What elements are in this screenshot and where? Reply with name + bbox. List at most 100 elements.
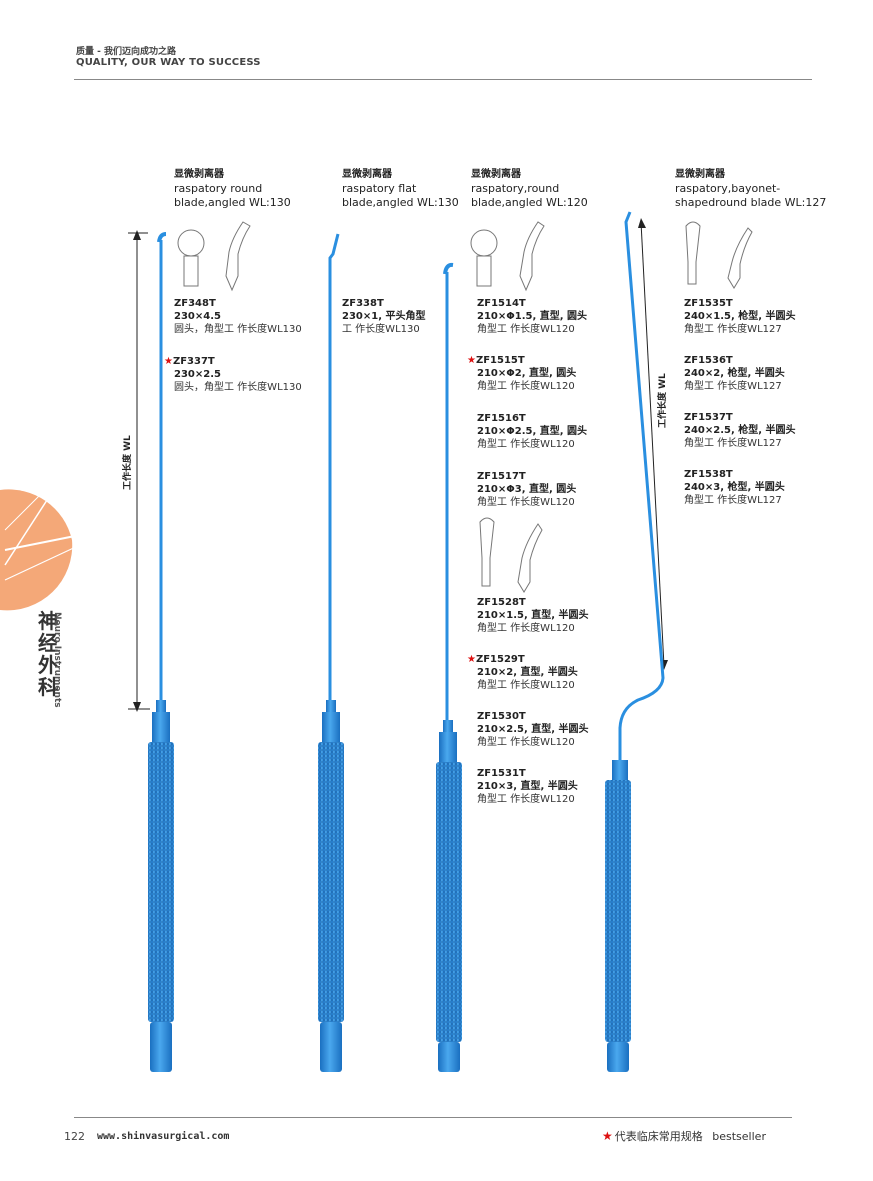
section-title-en: shapedround blade WL:127 [675,196,827,209]
list-item: ZF1537T 240×2.5, 枪型, 半圆头 角型工 作长度WL127 [684,411,796,450]
header-divider [74,79,812,80]
product-spec: 230×4.5 [174,311,221,322]
list-item: ZF1516T 210×Φ2.5, 直型, 圆头 角型工 作长度WL120 [477,412,587,451]
list-item: ZF1536T 240×2, 枪型, 半圆头 角型工 作长度WL127 [684,354,785,393]
product-desc: 角型工 作长度WL120 [477,794,575,805]
list-item: ★ZF1529T 210×2, 直型, 半圆头 角型工 作长度WL120 [467,653,578,692]
product-desc: 角型工 作长度WL120 [477,737,575,748]
product-code: ZF1530T [477,711,526,722]
website-link[interactable]: www.shinvasurgical.com [97,1131,230,1142]
product-spec: 210×2, 直型, 半圆头 [477,667,578,678]
list-item: ZF348T 230×4.5 圆头，角型工 作长度WL130 [174,297,302,336]
wl-label-left: 工作长度 WL [123,435,133,490]
tip-detail-round-icon [177,221,251,292]
bestseller-legend-cn: 代表临床常用规格 [614,1130,703,1143]
product-code: ZF1514T [477,298,526,309]
section-title-en: raspatory,round [471,182,560,195]
product-spec: 230×1, 平头角型 [342,311,426,322]
product-desc: 角型工 作长度WL120 [477,439,575,450]
section-title-4: 显微剥离器 raspatory,bayonet- shapedround bla… [675,168,826,210]
section-title-cn: 显微剥离器 [342,169,392,180]
list-item: ★ZF1515T 210×Φ2, 直型, 圆头 角型工 作长度WL120 [467,354,576,393]
product-desc: 角型工 作长度WL120 [477,497,575,508]
page-number: 122 [64,1130,85,1143]
section-title-en: raspatory round [174,182,263,195]
product-code: ZF1529T [475,654,525,665]
product-spec: 210×3, 直型, 半圆头 [477,781,578,792]
wl-arrow-left [128,230,150,712]
list-item: ZF1517T 210×Φ3, 直型, 圆头 角型工 作长度WL120 [477,470,576,509]
wl-arrow-right [638,218,668,670]
product-spec: 210×2.5, 直型, 半圆头 [477,724,589,735]
product-spec: 210×1.5, 直型, 半圆头 [477,610,589,621]
header-title-en: QUALITY, OUR WAY TO SUCCESS [76,57,261,68]
product-desc: 角型工 作长度WL127 [684,324,782,335]
product-spec: 210×Φ3, 直型, 圆头 [477,484,577,495]
bestseller-star-icon: ★ [602,1129,613,1143]
product-desc: 角型工 作长度WL127 [684,495,782,506]
product-spec: 210×Φ2, 直型, 圆头 [477,368,577,379]
bestseller-star-icon: ★ [467,355,476,366]
header-title-cn: 质量 - 我们迈向成功之路 [76,47,177,57]
product-desc: 角型工 作长度WL127 [684,438,782,449]
section-title-en: blade,angled WL:130 [342,196,459,209]
product-desc: 角型工 作长度WL120 [477,324,575,335]
section-title-en: raspatory,bayonet- [675,182,781,195]
section-title-en: blade,angled WL:130 [174,196,291,209]
list-item: ZF1535T 240×1.5, 枪型, 半圆头 角型工 作长度WL127 [684,297,796,336]
product-spec: 230×2.5 [174,369,221,380]
bestseller-legend: ★代表临床常用规格 bestseller [602,1128,766,1144]
product-code: ZF1536T [684,355,733,366]
tip-detail-halfround-icon [479,517,543,593]
section-title-2: 显微剥离器 raspatory flat blade,angled WL:130 [342,168,459,210]
tip-detail-bayonet-icon [685,221,753,289]
sidebar-category-cn: 神经外科 [38,609,58,699]
section-title-en: raspatory flat [342,182,417,195]
product-desc: 角型工 作长度WL120 [477,623,575,634]
section-title-cn: 显微剥离器 [174,169,224,180]
product-spec: 240×2, 枪型, 半圆头 [684,368,785,379]
product-code: ZF1538T [684,469,733,480]
section-tab-graphic [0,479,96,611]
instrument-line-icon [4,531,96,551]
instrument-line-icon [4,489,46,531]
product-code: ZF1515T [475,355,525,366]
instrument-4 [605,211,665,1072]
product-code: ZF1535T [684,298,733,309]
product-code: ZF1516T [477,413,526,424]
tip-detail-round-icon [470,221,545,292]
list-item: ZF1531T 210×3, 直型, 半圆头 角型工 作长度WL120 [477,767,578,806]
list-item: ZF1530T 210×2.5, 直型, 半圆头 角型工 作长度WL120 [477,710,589,749]
product-desc: 角型工 作长度WL127 [684,381,782,392]
bestseller-star-icon: ★ [467,654,476,665]
section-title-3: 显微剥离器 raspatory,round blade,angled WL:12… [471,168,588,210]
product-code: ZF338T [342,298,384,309]
product-code: ZF1528T [477,597,526,608]
product-spec: 240×3, 枪型, 半圆头 [684,482,785,493]
product-desc: 圆头，角型工 作长度WL130 [174,324,302,335]
product-spec: 240×2.5, 枪型, 半圆头 [684,425,796,436]
orange-circle-shape [0,489,73,611]
product-code: ZF337T [172,356,215,367]
instrument-3 [436,262,462,1072]
product-code: ZF1517T [477,471,526,482]
bestseller-legend-en: bestseller [712,1130,766,1143]
product-desc: 角型工 作长度WL120 [477,680,575,691]
instrument-line-icon [4,544,81,581]
list-item: ★ZF337T 230×2.5 圆头，角型工 作长度WL130 [164,355,302,394]
product-code: ZF1531T [477,768,526,779]
list-item: ZF1528T 210×1.5, 直型, 半圆头 角型工 作长度WL120 [477,596,589,635]
list-item: ZF1514T 210×Φ1.5, 直型, 圆头 角型工 作长度WL120 [477,297,587,336]
product-spec: 210×Φ1.5, 直型, 圆头 [477,311,588,322]
section-title-cn: 显微剥离器 [675,169,725,180]
section-title-cn: 显微剥离器 [471,169,521,180]
instrument-line-icon [4,479,61,566]
product-desc: 圆头，角型工 作长度WL130 [174,382,302,393]
instrument-1 [148,232,174,1072]
wl-label-right: 工作长度 WL [658,373,668,428]
section-title-en: blade,angled WL:120 [471,196,588,209]
list-item: ZF1538T 240×3, 枪型, 半圆头 角型工 作长度WL127 [684,468,785,507]
list-item: ZF338T 230×1, 平头角型 工 作长度WL130 [342,297,426,336]
section-title-1: 显微剥离器 raspatory round blade,angled WL:13… [174,168,291,210]
